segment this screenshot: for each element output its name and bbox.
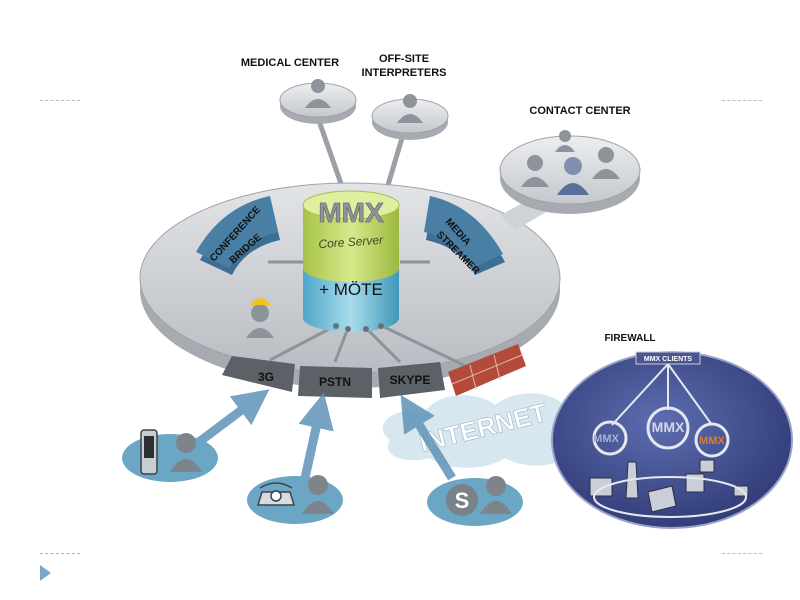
svg-text:S: S bbox=[455, 488, 470, 513]
client-right-label: MMX bbox=[699, 435, 725, 447]
gateway-pstn-label: PSTN bbox=[319, 375, 351, 389]
slide-play-icon[interactable] bbox=[40, 565, 51, 581]
firewall-label: FIREWALL bbox=[604, 333, 655, 344]
telephone-icon bbox=[256, 482, 296, 506]
landline-client-node bbox=[247, 475, 343, 524]
mobile-client-node bbox=[122, 429, 218, 482]
core-addon: + MÖTE bbox=[319, 280, 383, 299]
person-icon bbox=[302, 475, 334, 514]
media-streamer-module: MEDIA STREAMER bbox=[424, 196, 505, 277]
mmx-clients-title: MMX CLIENTS bbox=[644, 356, 693, 363]
arrow-3g bbox=[192, 389, 270, 449]
offsite-label-line2: INTERPRETERS bbox=[362, 67, 447, 79]
slide-rule-top-right bbox=[722, 100, 762, 101]
skype-client-node: S bbox=[427, 476, 523, 526]
person-icon bbox=[555, 130, 575, 152]
medical-center-label: MEDICAL CENTER bbox=[241, 57, 339, 69]
core-subtitle: Core Server bbox=[318, 233, 385, 252]
skype-icon: S bbox=[446, 484, 478, 516]
firewall-block bbox=[448, 344, 526, 396]
laptop-icon bbox=[647, 485, 677, 513]
core-brand: MMX bbox=[318, 197, 384, 228]
monitor-icon bbox=[589, 477, 613, 497]
connection-arrows bbox=[192, 389, 456, 481]
spoke-lines bbox=[268, 260, 471, 370]
core-server: MMX Core Server + MÖTE bbox=[302, 190, 400, 332]
handheld-icon bbox=[699, 459, 715, 473]
person-icon bbox=[397, 94, 423, 123]
client-center-label: MMX bbox=[652, 419, 685, 435]
core-ports bbox=[333, 323, 384, 332]
person-icon bbox=[592, 147, 620, 179]
gateway-skype: SKYPE bbox=[378, 362, 445, 398]
slide-rule-top-left bbox=[40, 100, 80, 101]
client-left-label: MMX bbox=[593, 433, 619, 445]
offsite-label-line1: OFF-SITE bbox=[379, 53, 429, 65]
person-icon bbox=[305, 79, 331, 108]
camera-icon bbox=[733, 485, 749, 497]
person-icon bbox=[557, 157, 589, 195]
gateway-3g: 3G bbox=[222, 356, 295, 392]
mmx-clients-globe: MMX CLIENTS MMX MMX MMX bbox=[551, 351, 793, 529]
gateway-skype-label: SKYPE bbox=[390, 373, 431, 387]
person-icons bbox=[246, 79, 620, 338]
technician-icon bbox=[246, 298, 274, 338]
gateway-pstn: PSTN bbox=[298, 366, 372, 398]
person-icon bbox=[521, 155, 549, 187]
contact-center-label: CONTACT CENTER bbox=[529, 105, 630, 117]
person-icon bbox=[480, 476, 512, 514]
slide-rule-bottom-right bbox=[722, 553, 762, 554]
arrow-pstn bbox=[298, 392, 334, 479]
slide-rule-bottom-left bbox=[40, 553, 80, 554]
person-icon bbox=[170, 433, 202, 472]
gateway-3g-label: 3G bbox=[258, 370, 274, 384]
arrow-skype bbox=[400, 394, 456, 481]
